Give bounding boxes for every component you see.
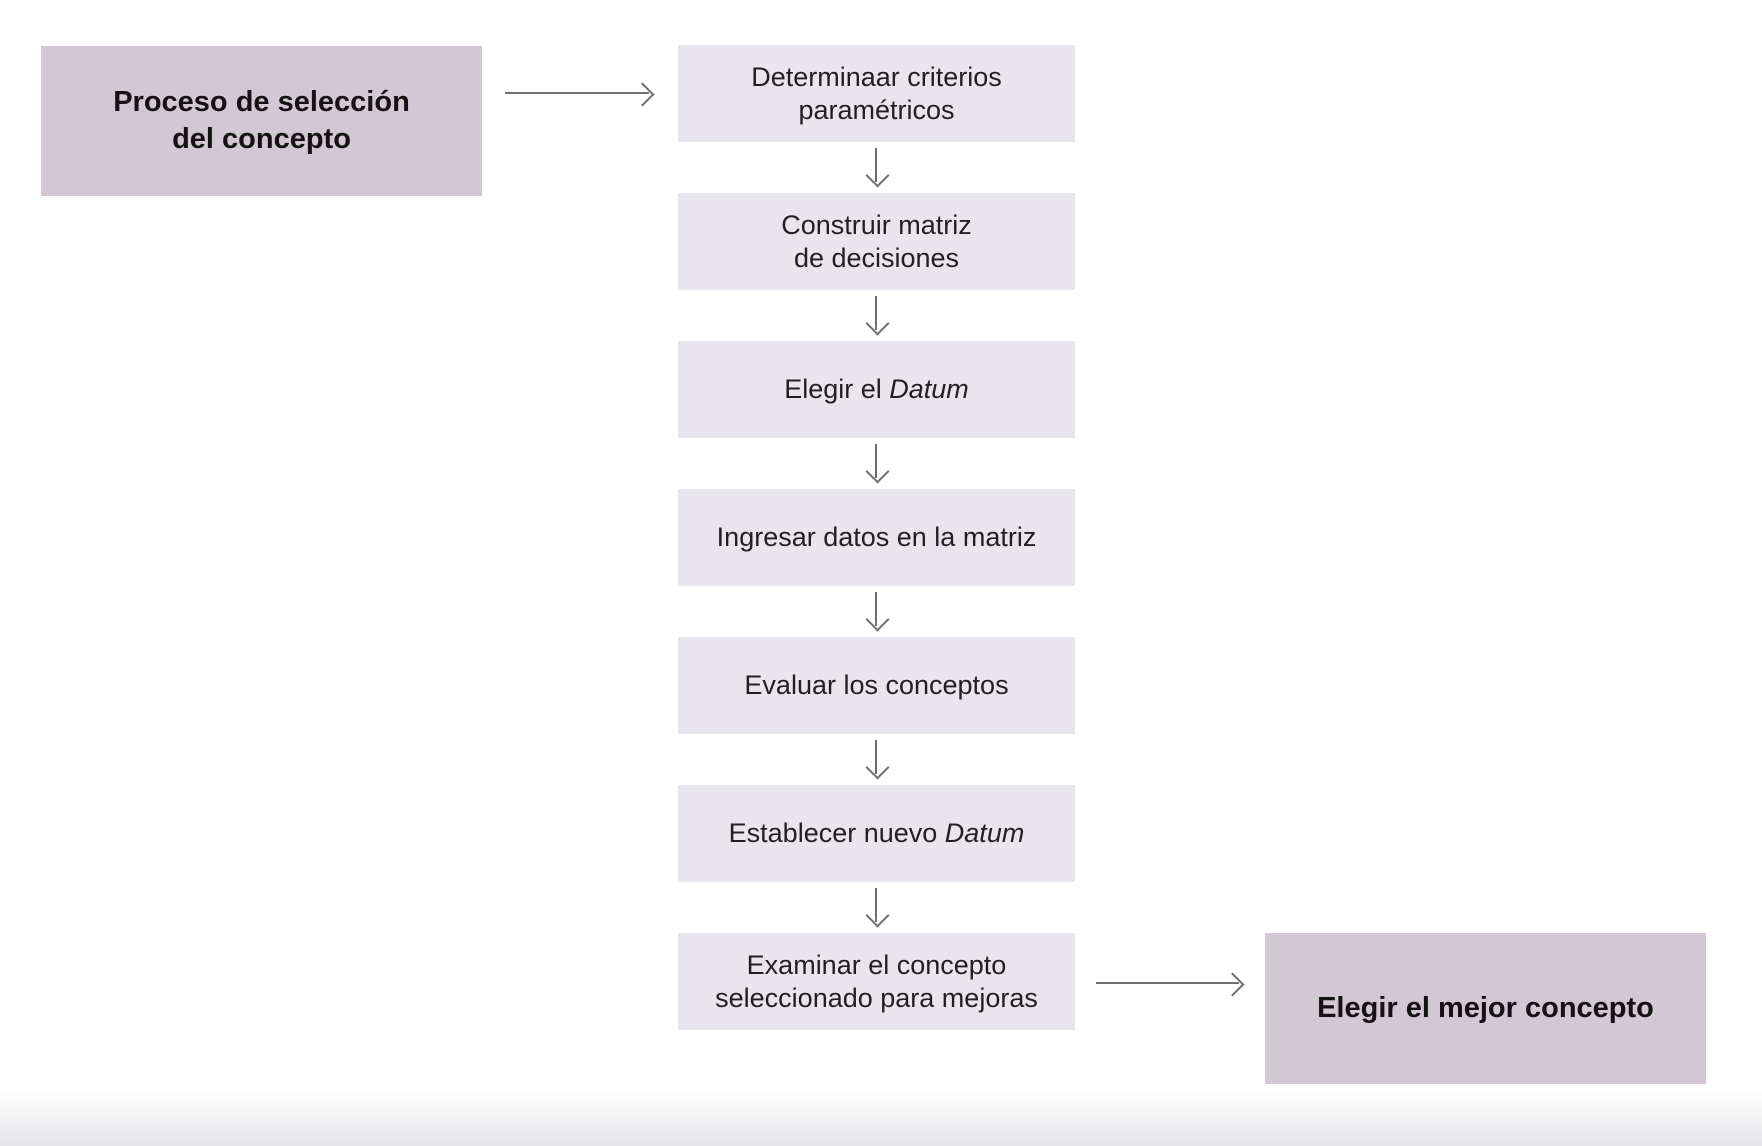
arrow-right-icon <box>630 81 655 107</box>
arrow-shaft <box>505 91 649 95</box>
step-label: Evaluar los conceptos <box>744 670 1009 700</box>
arrow-down-icon <box>864 311 890 336</box>
connector-arrow-down-1 <box>863 148 890 188</box>
step-label: de decisiones <box>793 242 960 273</box>
step-label: Ingresar datos en la matriz <box>716 522 1037 552</box>
connector-arrow-down-3 <box>863 444 890 484</box>
arrow-shaft <box>874 740 878 774</box>
connector-arrow-down-5 <box>863 740 890 780</box>
step-label: Determinaar criterios <box>751 61 1002 92</box>
connector-arrow-down-4 <box>863 592 890 632</box>
arrow-down-icon <box>864 607 890 632</box>
arrow-down-icon <box>864 163 890 188</box>
step-label: paramétricos <box>798 94 955 125</box>
arrow-shaft <box>874 888 878 922</box>
arrow-right-icon <box>1220 971 1245 997</box>
step-node-5: Evaluar los conceptos <box>678 637 1075 734</box>
arrow-shaft <box>1096 981 1239 985</box>
step-node-6: Establecer nuevo Datum <box>678 785 1075 882</box>
step-node-3: Elegir el Datum <box>678 341 1075 438</box>
connector-arrow-right-start <box>505 80 655 107</box>
step-label: seleccionado para mejoras <box>715 982 1038 1013</box>
step-label: Establecer nuevo Datum <box>728 818 1025 848</box>
connector-arrow-down-2 <box>863 296 890 336</box>
end-node: Elegir el mejor concepto <box>1265 933 1706 1084</box>
arrow-shaft <box>874 296 878 330</box>
arrow-down-icon <box>864 755 890 780</box>
arrow-down-icon <box>864 459 890 484</box>
arrow-shaft <box>874 592 878 626</box>
step-label: Examinar el concepto <box>746 949 1007 980</box>
step-label: Elegir el Datum <box>784 374 969 404</box>
step-label: Construir matriz <box>781 209 972 240</box>
connector-arrow-right-end <box>1096 970 1245 997</box>
arrow-shaft <box>874 444 878 478</box>
page-bottom-shadow <box>0 1091 1762 1146</box>
step-node-4: Ingresar datos en la matriz <box>678 489 1075 586</box>
arrow-down-icon <box>864 903 890 928</box>
arrow-shaft <box>874 148 878 182</box>
connector-arrow-down-6 <box>863 888 890 928</box>
start-node: Proceso de selección del concepto <box>41 46 482 196</box>
